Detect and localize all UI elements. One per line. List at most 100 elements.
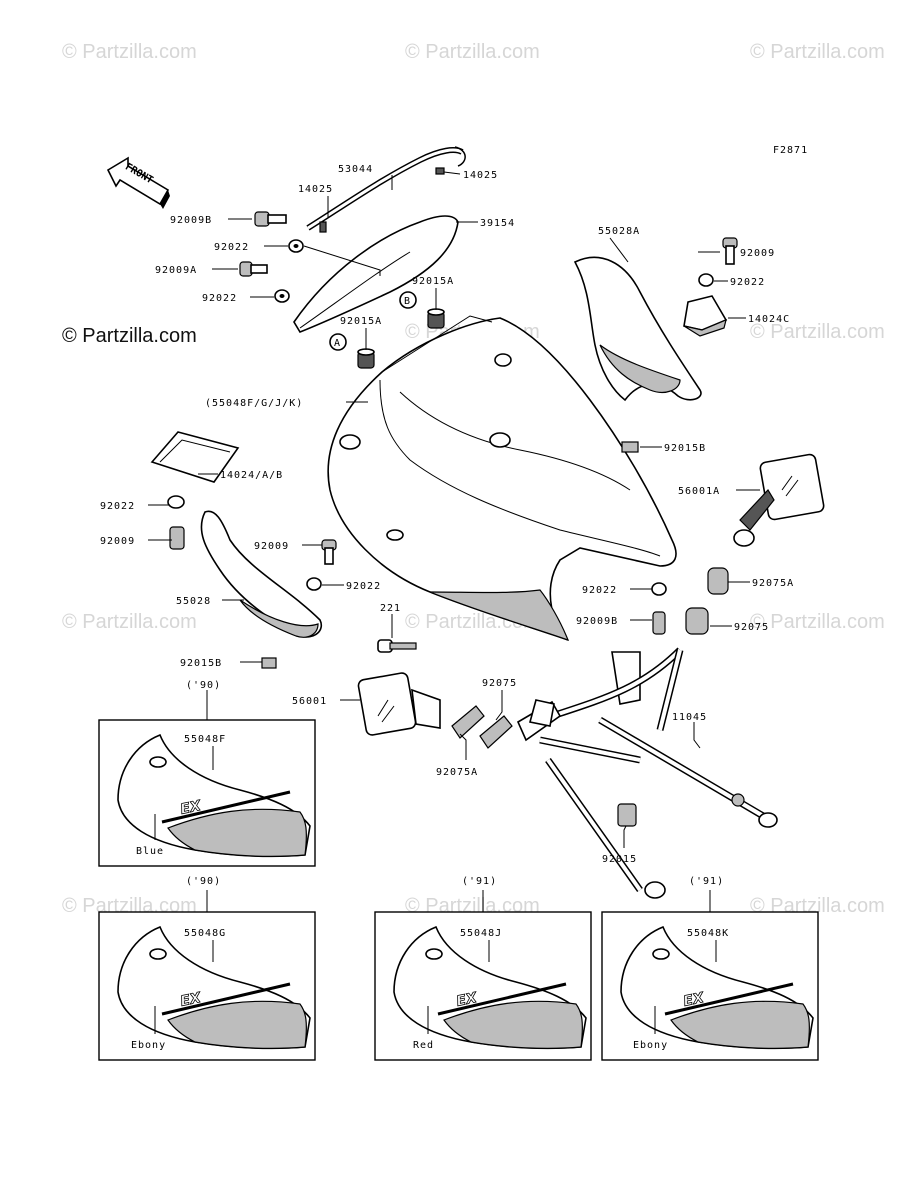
callout-92022: 92022 [346,581,381,592]
callout-55028: 55028 [176,596,211,607]
variant-year: ('90) [186,876,221,887]
variant-year: ('91) [462,876,497,887]
washer-92022 [306,577,322,591]
callout-92015B: 92015B [180,658,222,669]
inner-panel-left [200,510,322,638]
cowl-variant-illustration: EX [393,925,587,1050]
plate-92075A [451,705,485,739]
cowl-variant-illustration: EX [117,925,311,1050]
leader-lines [148,171,760,912]
callout-92009B: 92009B [576,616,618,627]
callout-92009: 92009 [254,541,289,552]
plate-92075 [479,715,513,749]
plate-92075 [685,607,709,635]
ref-circle-b: B [399,291,417,309]
clip-14025 [435,167,445,175]
watermark: © Partzilla.com [750,41,885,63]
nut-92015B [261,657,277,669]
nut-92015B [621,441,639,453]
callout-39154: 39154 [480,218,515,229]
upper-cowl [327,315,677,642]
watermark: © Partzilla.com [62,41,197,63]
bolt-92009B [652,611,666,635]
watermark: © Partzilla.com [405,41,540,63]
callout-14025: 14025 [463,170,498,181]
washer-92022 [698,273,714,287]
bolt-92009 [321,539,337,565]
variant-box-4: ('91) EX 55048K Ebony [601,876,819,1061]
callout-92009A: 92009A [155,265,197,276]
callout-53044: 53044 [338,164,373,175]
watermark: © Partzilla.com [750,611,885,633]
variant-color: Red [413,1040,434,1051]
cowl-variant-illustration: EX [620,925,814,1050]
variant-box-1: ('90) EX 55048F Blue [98,680,316,867]
bracket-14024 [150,431,240,483]
callout-11045: 11045 [672,712,707,723]
variant-year: ('91) [689,876,724,887]
callout-92015A: 92015A [340,316,382,327]
clip-14025 [319,221,327,233]
svg-text:EX: EX [179,990,203,1010]
washer-92022 [167,495,185,509]
bracket-14024C [683,295,728,337]
variant-part: 55048K [687,928,729,939]
bolt-92009 [722,237,738,265]
cowl-stay [516,647,778,899]
variant-box-3: ('91) EX 55048J Red [374,876,592,1061]
screw-221 [377,639,417,653]
watermark: © Partzilla.com [62,611,197,633]
variant-color: Ebony [131,1040,166,1051]
variant-part: 55048J [460,928,502,939]
ref-label: B [404,296,411,307]
callout-55028A: 55028A [598,226,640,237]
callout-92009B: 92009B [170,215,212,226]
callout-92022: 92022 [100,501,135,512]
callout-92022: 92022 [214,242,249,253]
callout-92015: 92015 [602,854,637,865]
variant-year: ('90) [186,680,221,691]
svg-text:EX: EX [682,990,706,1010]
bolt-92009 [169,526,185,550]
callout-92075A: 92075A [436,767,478,778]
callout-92015B: 92015B [664,443,706,454]
svg-text:EX: EX [455,990,479,1010]
callout-92075A: 92075A [752,578,794,589]
bolt-92009A [239,261,268,277]
svg-text:EX: EX [179,798,203,818]
nut-92015 [617,803,637,827]
inner-panel-right [573,256,702,402]
callout-92022: 92022 [730,277,765,288]
cowl-variant-illustration: EX [117,733,311,858]
callout-92022: 92022 [582,585,617,596]
grommet-92015A [357,348,375,369]
variant-box-2: ('90) EX 55048G Ebony [98,876,316,1061]
ref-label: A [334,338,341,349]
callout-92009: 92009 [740,248,775,259]
callout-92022: 92022 [202,293,237,304]
callout-92075: 92075 [482,678,517,689]
variant-part: 55048G [184,928,226,939]
bolt-92009B [254,211,287,227]
mirror-right [733,453,825,547]
callout-56001A: 56001A [678,486,720,497]
washer-92022 [651,582,667,596]
variant-part: 55048F [184,734,226,745]
callout-92009: 92009 [100,536,135,547]
callout-14024C: 14024C [748,314,790,325]
callout-221: 221 [380,603,401,614]
callout-55048-set: (55048F/G/J/K) [205,398,303,409]
figure-id: F2871 [773,145,808,156]
variant-color: Ebony [633,1040,668,1051]
watermark: © Partzilla.com [750,321,885,343]
grommet-92015A [427,308,445,329]
ref-circle-a: A [329,333,347,351]
mirror-left [357,672,441,736]
callout-92015A: 92015A [412,276,454,287]
callout-56001: 56001 [292,696,327,707]
callout-14024AB: 14024/A/B [220,470,283,481]
windshield-trim [306,146,466,233]
plate-92075A [707,567,729,595]
callout-labels: 53044 14025 14025 92009B 39154 92022 920… [100,164,794,865]
